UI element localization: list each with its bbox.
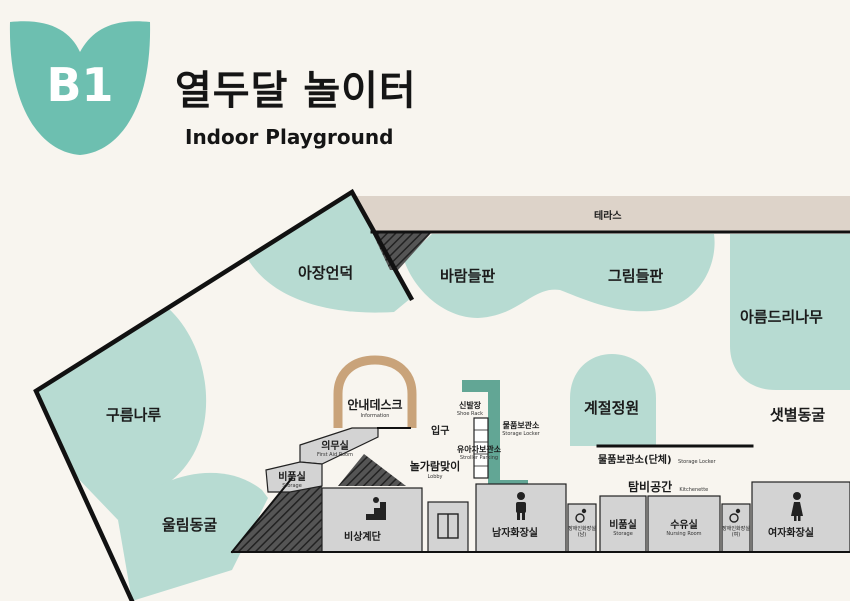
room-info-en: Information [360,413,390,419]
zone-gyejeol-shape [570,354,656,446]
room-storage2-en: Storage [613,531,633,537]
hatched-area-top [372,232,432,270]
room-firstaid-en: First Aid Room [317,452,353,458]
room-storage2-shape [599,495,647,553]
room-info[interactable]: 안내데스크 Information [344,396,406,419]
stairs-icon [360,497,386,520]
room-lobby-ko: 놀가람맞이 [409,460,461,473]
room-stairs[interactable]: 비상계단 [344,532,381,543]
room-storage1-shape [265,461,323,493]
room-acc-f[interactable]: 장애인화장실(여) [722,526,750,538]
wheelchair-icon [729,508,741,523]
terrace-label: 테라스 [594,211,622,222]
wall-ullim [230,476,294,554]
room-accf-shape [721,503,751,553]
room-shoe[interactable]: 신발장 Shoe Rack [452,400,488,417]
zone-areum-shape [730,234,850,390]
room-storage1-ko: 비품실 [278,472,306,483]
room-shoe-en: Shoe Rack [456,411,484,417]
room-storage2[interactable]: 비품실 Storage [600,516,646,537]
room-stairs-shape [321,487,423,553]
zone-gureum[interactable]: 구름나루 [106,406,162,424]
room-storage1-en: Storage [282,483,302,489]
room-stroller-ko: 유아차보관소 [456,445,502,454]
room-storage2-ko: 비품실 [609,520,637,531]
room-lobby[interactable]: 놀가람맞이 Lobby [406,458,464,480]
room-shoe-ko: 신발장 [458,401,482,410]
room-kitchen-en: Kitchenette [679,487,709,493]
zone-ullim-shape [118,472,268,601]
room-kitchen[interactable]: 탐비공간 Kitchenette [628,478,708,495]
room-locker1-en: Storage Locker [502,431,540,437]
floor-badge-label: B1 [46,58,114,112]
hatched-area-lobby [338,454,406,486]
wheelchair-icon [575,508,587,523]
room-accm-shape [567,503,597,553]
room-men[interactable]: 남자화장실 [492,528,538,539]
room-women[interactable]: 여자화장실 [768,528,814,539]
zone-gyejeol[interactable]: 계절정원 [584,399,640,417]
room-firstaid-ko: 의무실 [321,441,349,452]
room-locker1-ko: 물품보관소 [502,421,540,430]
room-women-shape [751,481,850,553]
room-group-locker-en: Storage Locker [678,459,716,465]
zone-areum[interactable]: 아름드리나무 [740,308,823,326]
zone-gureum-shape [36,308,207,520]
room-info-ko: 안내데스크 [347,398,403,412]
hatched-area-bottom [232,478,322,552]
room-group-locker[interactable]: 물품보관소(단체) Storage Locker [598,451,716,466]
zone-ajang-shape [246,192,411,313]
room-group-locker-ko: 물품보관소(단체) [598,455,672,466]
room-stroller-en: Stroller Parking [459,455,499,461]
stroller-stack [473,417,489,479]
room-nursing-en: Nursing Room [666,531,702,537]
page-subtitle: Indoor Playground [185,125,394,149]
room-lobby-en: Lobby [427,474,443,480]
room-nursing[interactable]: 수유실 Nursing Room [648,516,720,537]
zone-saetbyeol[interactable]: 샛별동굴 [770,406,826,424]
floor-badge [9,21,151,155]
entrance-label: 입구 [431,426,450,437]
female-toilet-icon [791,492,803,521]
room-firstaid[interactable]: 의무실 First Aid Room [312,437,358,458]
room-storage1[interactable]: 비품실 Storage [268,468,316,489]
male-toilet-icon [516,492,526,520]
shoe-rack-shape [462,380,528,488]
wall-left [33,188,415,601]
room-stroller[interactable]: 유아차보관소 Stroller Parking [452,444,506,461]
info-desk-arch [333,355,417,428]
zone-baram[interactable]: 바람들판 [440,267,496,285]
zone-field-shape [404,234,715,318]
terrace-area [355,196,850,232]
elevator-icon [437,513,459,539]
room-nursing-ko: 수유실 [670,520,698,531]
room-kitchen-ko: 탐비공간 [628,480,673,494]
page-title: 열두달 놀이터 [175,68,417,114]
zone-ullim[interactable]: 울림동굴 [162,516,218,534]
zone-ajang[interactable]: 아장언덕 [298,264,354,282]
room-locker1[interactable]: 물품보관소 Storage Locker [498,420,544,437]
room-acc-m[interactable]: 장애인화장실(남) [568,526,596,538]
zone-geurim[interactable]: 그림들판 [608,267,664,285]
